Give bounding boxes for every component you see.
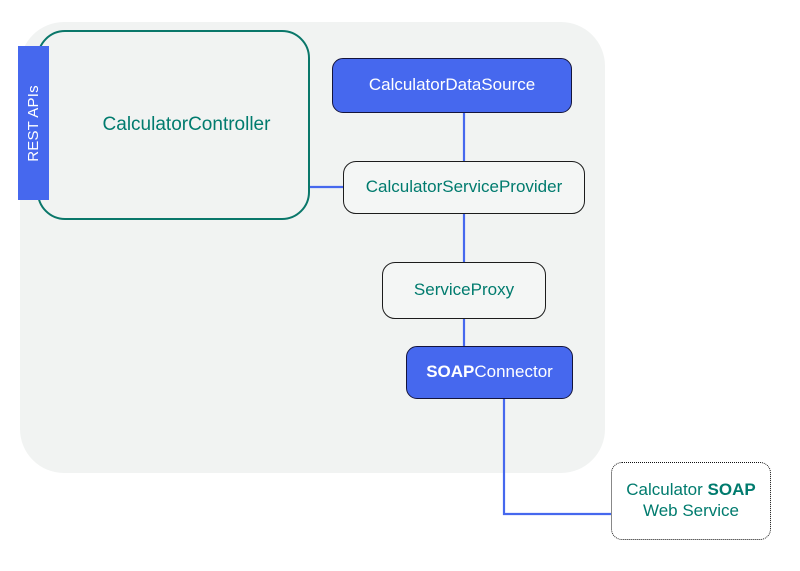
rest-apis-tab[interactable]: REST APIs bbox=[18, 46, 49, 200]
node-service-proxy[interactable]: ServiceProxy bbox=[382, 262, 546, 319]
connector-soapconnector-to-webservice bbox=[502, 399, 611, 516]
container-calculator-controller[interactable]: CalculatorController bbox=[37, 30, 310, 220]
node-soap-connector-label: SOAPConnector bbox=[426, 362, 553, 383]
web-service-label-line1-prefix: Calculator bbox=[626, 480, 708, 500]
web-service-label-line1-bold: SOAP bbox=[707, 480, 756, 500]
node-soap-connector-label-rest: Connector bbox=[474, 362, 553, 382]
node-calculator-data-source[interactable]: CalculatorDataSource bbox=[332, 58, 572, 113]
node-calculator-service-provider-label: CalculatorServiceProvider bbox=[365, 177, 563, 197]
node-calculator-soap-web-service[interactable]: Calculator SOAP Web Service bbox=[611, 462, 771, 540]
container-calculator-controller-label: CalculatorController bbox=[102, 114, 271, 135]
web-service-label-line2: Web Service bbox=[642, 501, 740, 520]
node-calculator-data-source-label: CalculatorDataSource bbox=[368, 75, 536, 95]
node-soap-connector-label-bold: SOAP bbox=[426, 362, 475, 382]
node-soap-connector[interactable]: SOAPConnector bbox=[406, 346, 573, 399]
rest-apis-tab-label: REST APIs bbox=[25, 84, 42, 162]
node-calculator-service-provider[interactable]: CalculatorServiceProvider bbox=[343, 161, 585, 214]
node-calculator-soap-web-service-label: Calculator SOAP Web Service bbox=[626, 480, 755, 521]
node-service-proxy-label: ServiceProxy bbox=[413, 280, 515, 300]
